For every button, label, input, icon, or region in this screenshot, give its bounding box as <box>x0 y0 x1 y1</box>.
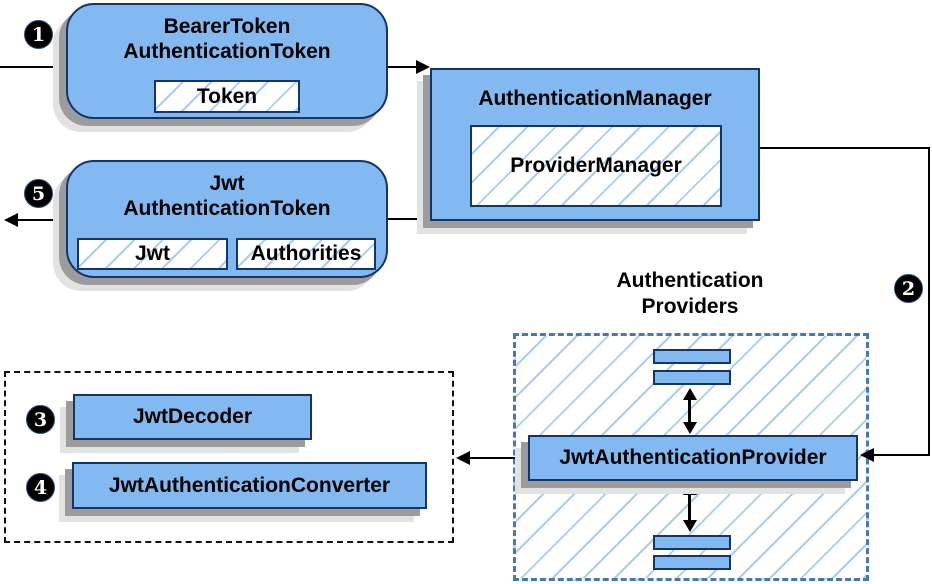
manager-to-provider-line-top <box>760 147 930 149</box>
arrowhead-up-icon <box>683 483 697 495</box>
arrowhead-down-icon <box>683 422 697 434</box>
authentication-providers-heading: Authentication Providers <box>560 268 820 320</box>
arrowhead-down-icon <box>683 520 697 532</box>
authentication-manager-node: AuthenticationManager ProviderManager <box>430 68 760 221</box>
provider-manager-field: ProviderManager <box>470 125 722 207</box>
heading-line: Providers <box>641 295 739 318</box>
arrowhead-right-icon <box>416 60 430 74</box>
field-label: Jwt <box>134 242 170 265</box>
jwt-decoder-node: JwtDecoder <box>73 394 312 440</box>
node-title: Jwt AuthenticationToken <box>68 162 386 221</box>
step-4-badge: 4 <box>26 473 55 502</box>
provider-placeholder-bar <box>653 555 731 570</box>
outgoing-result-line <box>18 219 66 221</box>
field-label: Token <box>196 84 258 108</box>
node-title: AuthenticationManager <box>432 70 758 111</box>
node-title-line: JwtAuthenticationConverter <box>108 473 391 497</box>
badge-number: 1 <box>31 23 46 46</box>
step-3-badge: 3 <box>26 405 55 434</box>
node-title-line: Jwt <box>209 172 245 195</box>
arrowhead-left-icon <box>456 451 470 465</box>
badge-number: 4 <box>33 476 48 499</box>
node-title-line: BearerToken <box>163 15 291 38</box>
jwt-authentication-converter-node: JwtAuthenticationConverter <box>72 462 427 509</box>
arrowhead-left-icon <box>4 213 18 227</box>
node-title: BearerToken AuthenticationToken <box>68 5 386 64</box>
node-title-line: AuthenticationToken <box>123 197 331 220</box>
token-field: Token <box>154 80 300 113</box>
double-arrow-shaft <box>688 398 691 424</box>
step-2-badge: 2 <box>894 274 923 303</box>
provider-placeholder-bar <box>653 535 731 550</box>
field-label: Authorities <box>250 242 362 265</box>
node-title-line: AuthenticationToken <box>123 40 331 63</box>
manager-to-provider-line-bottom <box>874 454 930 456</box>
jwt-field: Jwt <box>77 238 228 270</box>
manager-to-provider-line-right <box>928 147 930 456</box>
provider-to-beans-line <box>470 457 528 459</box>
step-1-badge: 1 <box>24 20 53 49</box>
provider-placeholder-bar <box>653 349 731 364</box>
arrowhead-up-icon <box>683 388 697 400</box>
field-label: ProviderManager <box>510 154 682 177</box>
badge-number: 2 <box>901 277 916 300</box>
arrowhead-left-icon <box>860 448 874 462</box>
incoming-request-line <box>0 66 66 68</box>
double-arrow-shaft <box>688 493 691 521</box>
jwt-authentication-token-node: Jwt AuthenticationToken Jwt Authorities <box>66 160 388 278</box>
bearer-token-authentication-token-node: BearerToken AuthenticationToken Token <box>66 3 388 119</box>
badge-number: 3 <box>33 408 48 431</box>
manager-to-jwt-token-line <box>388 218 432 220</box>
step-5-badge: 5 <box>24 179 53 208</box>
heading-line: Authentication <box>616 269 764 292</box>
jwt-authentication-provider-node: JwtAuthenticationProvider <box>528 435 858 481</box>
badge-number: 5 <box>31 182 46 205</box>
node-title-line: JwtAuthenticationProvider <box>559 446 827 469</box>
authorities-field: Authorities <box>236 238 376 270</box>
node-title-line: JwtDecoder <box>132 405 253 428</box>
node-title-line: AuthenticationManager <box>478 87 712 110</box>
provider-placeholder-bar <box>653 370 731 385</box>
bearer-to-manager-line <box>388 66 418 68</box>
